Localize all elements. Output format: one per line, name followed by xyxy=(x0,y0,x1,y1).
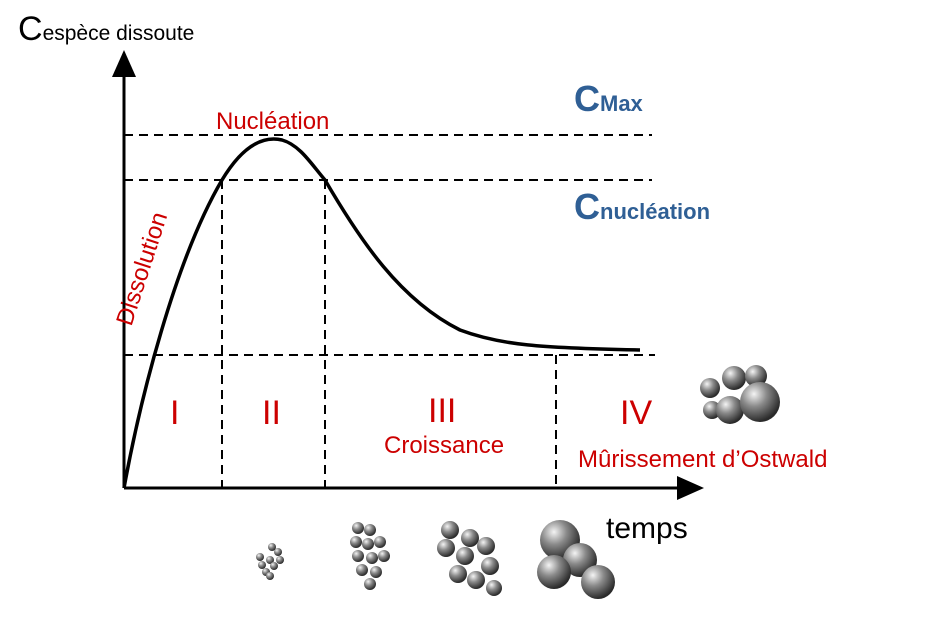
particles-stage-3b xyxy=(437,521,502,596)
stage-2-label: II xyxy=(262,394,281,432)
particles-stage-3a xyxy=(350,522,390,590)
cnuc-sub: nucléation xyxy=(600,199,711,224)
concentration-curve xyxy=(122,137,641,489)
nucleation-label: Nucléation xyxy=(216,108,330,135)
croissance-label: Croissance xyxy=(384,432,505,459)
cnucleation-label: Cnucléation xyxy=(574,186,710,228)
stage-4-label: IV xyxy=(620,394,653,432)
particles-stage-2 xyxy=(256,543,284,580)
cmax-sub: Max xyxy=(600,91,643,116)
stage-1-label: I xyxy=(170,394,180,432)
cmax-label: CMax xyxy=(574,78,643,120)
y-axis-label: Cespèce dissoute xyxy=(18,10,194,49)
cnuc-main: C xyxy=(574,186,600,227)
particles-ostwald xyxy=(700,365,780,424)
murissement-label: Mûrissement d’Ostwald xyxy=(578,446,828,473)
x-axis-label: temps xyxy=(606,512,688,545)
particles-stage-4-large xyxy=(537,520,615,599)
y-axis-label-main: C xyxy=(18,10,43,48)
y-axis-label-sub: espèce dissoute xyxy=(42,22,195,45)
cmax-main: C xyxy=(574,78,600,119)
stage-3-label: III xyxy=(428,392,457,430)
